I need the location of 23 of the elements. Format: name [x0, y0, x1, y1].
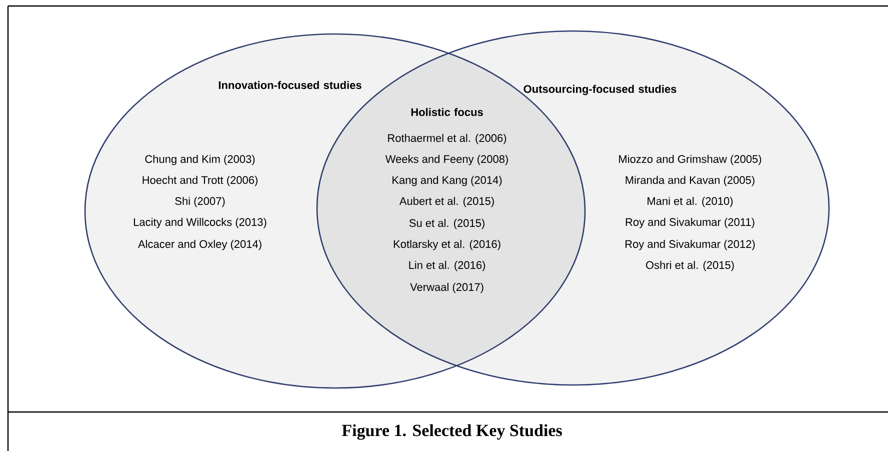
study-citation: Roy and Sivakumar (2011)	[626, 218, 754, 228]
study-citation: Lin et al. (2016)	[409, 260, 486, 272]
study-citation: Chung and Kim (2003)	[145, 154, 255, 166]
study-citation: Rothaermel et al. (2006)	[388, 134, 506, 144]
study-citation: Shi (2007)	[175, 196, 225, 208]
study-citation: Oshri et al. (2015)	[646, 260, 734, 272]
heading: Innovation-focused studies	[218, 80, 362, 90]
study-citation: Aubert et al. (2015)	[399, 196, 494, 208]
study-citation: Hoecht and Trott (2006)	[142, 176, 258, 186]
caption: Figure 1. Selected Key Studies	[342, 424, 562, 440]
study-citation: Alcacer and Oxley (2014)	[138, 240, 262, 250]
study-citation: Roy and Sivakumar (2012)	[626, 240, 755, 250]
study-citation: Miranda and Kavan (2005)	[626, 176, 754, 186]
study-citation: Mani et al. (2010)	[648, 196, 733, 208]
study-citation: Lacity and Willcocks (2013)	[134, 218, 266, 228]
study-citation: Verwaal (2017)	[410, 282, 484, 294]
heading: Outsourcing-focused studies	[524, 84, 676, 96]
study-citation: Kotlarsky et al. (2016)	[394, 240, 500, 250]
study-citation: Miozzo and Grimshaw (2005)	[619, 154, 762, 166]
heading: Holistic focus	[411, 108, 483, 116]
study-citation: Kang and Kang (2014)	[392, 176, 502, 186]
study-citation: Su et al. (2015)	[409, 218, 484, 230]
study-citation: Weeks and Feeny (2008)	[385, 154, 508, 166]
